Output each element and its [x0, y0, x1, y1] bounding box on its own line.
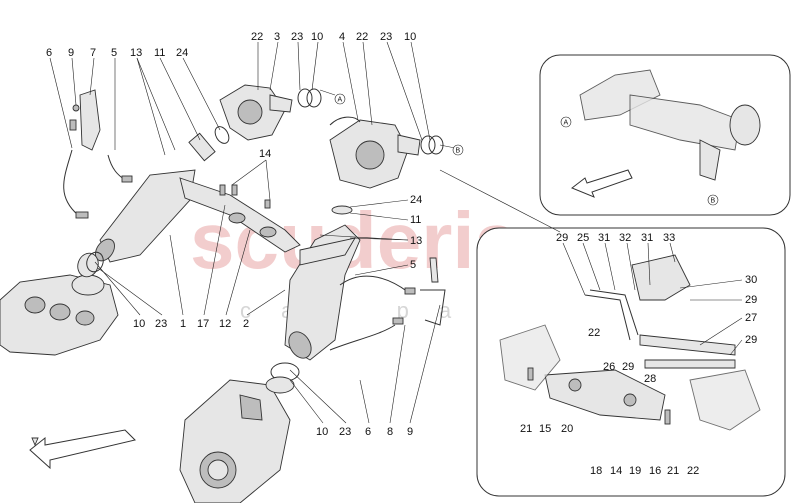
callout: 23: [155, 318, 167, 330]
marker-a: A: [338, 97, 343, 104]
callout: 10: [311, 31, 323, 43]
engine-block-left: [0, 274, 119, 356]
callout: 6: [46, 47, 52, 59]
callout: 20: [561, 423, 573, 435]
inset-top: A B: [539, 54, 791, 216]
callout: 2: [243, 318, 249, 330]
callout: 1: [180, 318, 186, 330]
callout: 22: [588, 327, 600, 339]
inset-connector-line: [439, 169, 561, 233]
left-oxygen-sensors: [63, 89, 133, 219]
right-flange-clamps: [265, 362, 300, 394]
callout: 11: [154, 47, 165, 59]
callout: 10: [133, 318, 145, 330]
callout: 33: [663, 232, 675, 244]
callout: 30: [745, 274, 757, 286]
callout: 8: [387, 426, 393, 438]
right-turbocharger: [329, 116, 444, 189]
callout: 21: [520, 423, 532, 435]
callout: 12: [219, 318, 231, 330]
direction-arrow-left: [29, 429, 136, 470]
callout: 29: [556, 232, 568, 244]
callouts-main: 22 3 23 10 4 22 23 10 6 9 7 5 13 11 24 1…: [46, 31, 422, 438]
callout: 32: [619, 232, 631, 244]
callout: 22: [251, 31, 263, 43]
callout: 22: [687, 465, 699, 477]
callout: 5: [111, 47, 117, 59]
left-flange-gaskets: [77, 251, 104, 278]
callout: 24: [410, 194, 422, 206]
callout: 7: [90, 47, 96, 59]
callouts-inset: 29 25 31 32 31 33 30 29 27 29 22 26 29 2…: [520, 232, 757, 477]
inset-bottom: [476, 227, 786, 497]
callout: 25: [577, 232, 589, 244]
callout: 21: [667, 465, 679, 477]
callout: 13: [410, 235, 422, 247]
inset-marker-a: A: [564, 120, 569, 127]
left-turbocharger: [219, 84, 322, 141]
callout: 23: [291, 31, 303, 43]
callout: 19: [629, 465, 641, 477]
callout: 4: [339, 31, 345, 43]
callout: 26: [603, 361, 615, 373]
left-catalytic-converter: [95, 169, 301, 263]
callout: 10: [404, 31, 416, 43]
callout: 16: [649, 465, 661, 477]
callout: 10: [316, 426, 328, 438]
callout: 23: [380, 31, 392, 43]
callout: 11: [410, 214, 421, 226]
marker-b: B: [456, 148, 461, 155]
callout: 15: [539, 423, 551, 435]
callout: 17: [197, 318, 209, 330]
right-oxygen-sensors: [329, 257, 446, 351]
engine-block-center: [179, 379, 291, 503]
callout: 14: [610, 465, 622, 477]
callout: 3: [274, 31, 280, 43]
inset-marker-b: B: [711, 198, 716, 205]
view-arrows-main: A B: [319, 89, 464, 156]
leader-lines: [49, 41, 441, 424]
callout: 31: [641, 232, 653, 244]
callout: 24: [176, 47, 188, 59]
callout: 9: [68, 47, 74, 59]
callout: 14: [259, 148, 271, 160]
callout: 28: [644, 373, 656, 385]
callout: 22: [356, 31, 368, 43]
callout: 31: [598, 232, 610, 244]
callout: 23: [339, 426, 351, 438]
inset-leader-lines: [562, 242, 743, 356]
callout: 29: [622, 361, 634, 373]
callout: 6: [365, 426, 371, 438]
left-hardware: [188, 126, 271, 209]
callout: 18: [590, 465, 602, 477]
callout: 5: [410, 259, 416, 271]
callout: 27: [745, 312, 757, 324]
callout: 9: [407, 426, 413, 438]
callout: 29: [745, 334, 757, 346]
callout: 29: [745, 294, 757, 306]
callout: 13: [130, 47, 142, 59]
